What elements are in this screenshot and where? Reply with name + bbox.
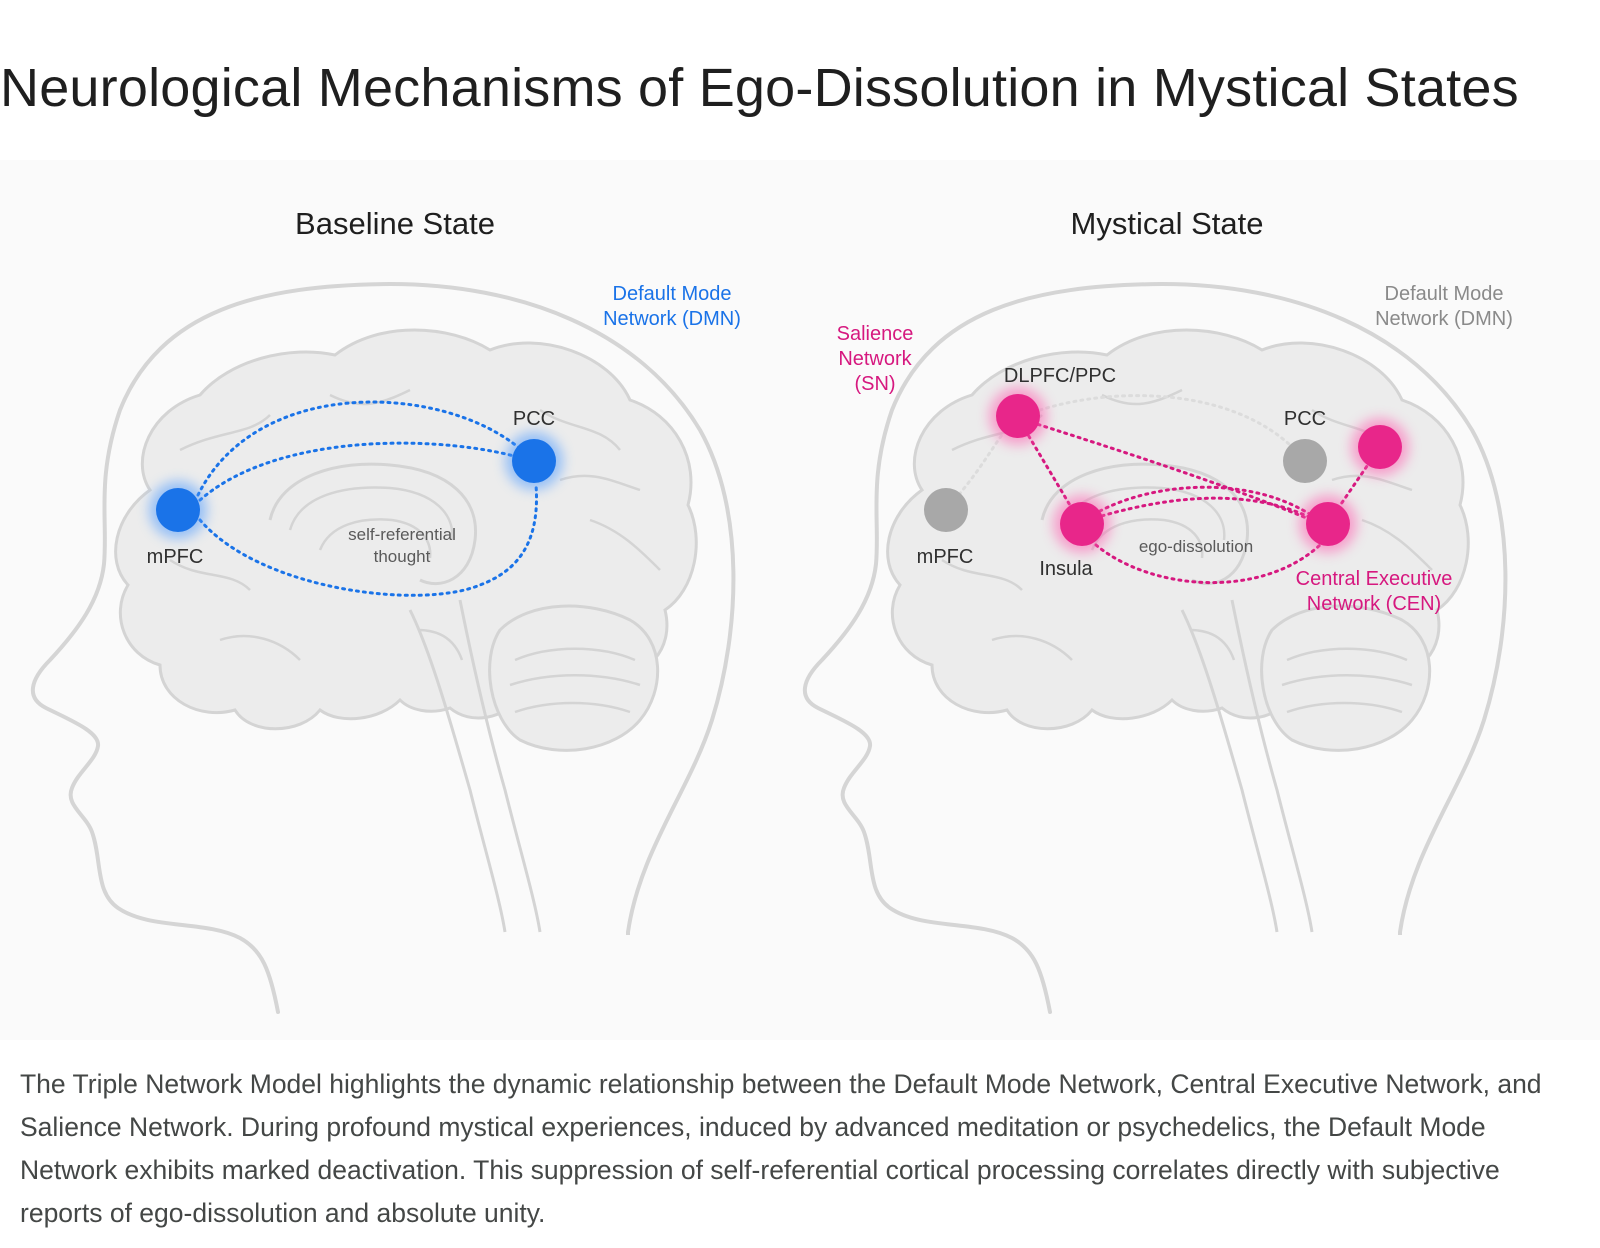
baseline-heading: Baseline State bbox=[295, 206, 495, 241]
mystical-center-label: ego-dissolution bbox=[1139, 537, 1253, 556]
baseline-link-upper bbox=[196, 400, 532, 497]
mystical-head-outline bbox=[802, 282, 1508, 1014]
mystical-mpfc-node bbox=[924, 488, 968, 532]
mystical-link-insula-cen-lower bbox=[1094, 543, 1322, 585]
page-title: Neurological Mechanisms of Ego-Dissoluti… bbox=[0, 58, 1519, 118]
mystical-panel: Mystical State Default Mode Network (DMN… bbox=[802, 206, 1513, 1014]
baseline-center-label-line1: self-referential bbox=[348, 525, 456, 544]
baseline-dmn-label-line2: Network (DMN) bbox=[603, 308, 741, 330]
baseline-mpfc-label: mPFC bbox=[147, 546, 204, 568]
mystical-insula-node bbox=[1060, 502, 1104, 546]
mystical-pcc-node bbox=[1283, 439, 1327, 483]
mystical-dmn-label-line1: Default Mode bbox=[1385, 283, 1504, 305]
baseline-panel: Baseline State Default Mode Network (DMN… bbox=[30, 206, 741, 1014]
mystical-insula-label: Insula bbox=[1039, 558, 1093, 580]
mystical-sn-label-line2: Network bbox=[838, 348, 912, 370]
baseline-head-outline bbox=[30, 282, 736, 1014]
baseline-center-label-line2: thought bbox=[374, 547, 431, 566]
mystical-cen-node bbox=[1306, 502, 1350, 546]
baseline-pcc-node bbox=[512, 439, 556, 483]
baseline-link-lower bbox=[198, 483, 539, 597]
mystical-link-insula-cen-upper bbox=[1080, 485, 1328, 528]
mystical-link-insula-cen-middle bbox=[1080, 496, 1328, 528]
mystical-mpfc-label: mPFC bbox=[917, 546, 974, 568]
baseline-mpfc-node bbox=[156, 488, 200, 532]
mystical-right-node bbox=[1358, 425, 1402, 469]
mystical-sn-label-line3: (SN) bbox=[854, 373, 895, 395]
mystical-sn-label-line1: Salience bbox=[837, 323, 914, 345]
baseline-dmn-label-line1: Default Mode bbox=[613, 283, 732, 305]
mystical-dlpfc-node bbox=[996, 394, 1040, 438]
mystical-dmn-label-line2: Network (DMN) bbox=[1375, 308, 1513, 330]
mystical-pcc-label: PCC bbox=[1284, 408, 1326, 430]
mystical-link-dlpfc-cen bbox=[1016, 416, 1328, 528]
mystical-heading: Mystical State bbox=[1071, 206, 1264, 241]
brain-network-figure: Baseline State Default Mode Network (DMN… bbox=[0, 160, 1600, 1040]
baseline-link-middle bbox=[198, 441, 530, 502]
mystical-dlpfc-label: DLPFC/PPC bbox=[1004, 365, 1116, 387]
brain-diagram-svg: Baseline State Default Mode Network (DMN… bbox=[30, 206, 1513, 1014]
mystical-cen-label-line2: Network (CEN) bbox=[1307, 593, 1441, 615]
figure-caption: The Triple Network Model highlights the … bbox=[20, 1069, 1542, 1228]
mystical-cen-label-line1: Central Executive bbox=[1296, 568, 1453, 590]
baseline-pcc-label: PCC bbox=[513, 408, 555, 430]
mystical-faded-link-pcc bbox=[1038, 394, 1292, 447]
